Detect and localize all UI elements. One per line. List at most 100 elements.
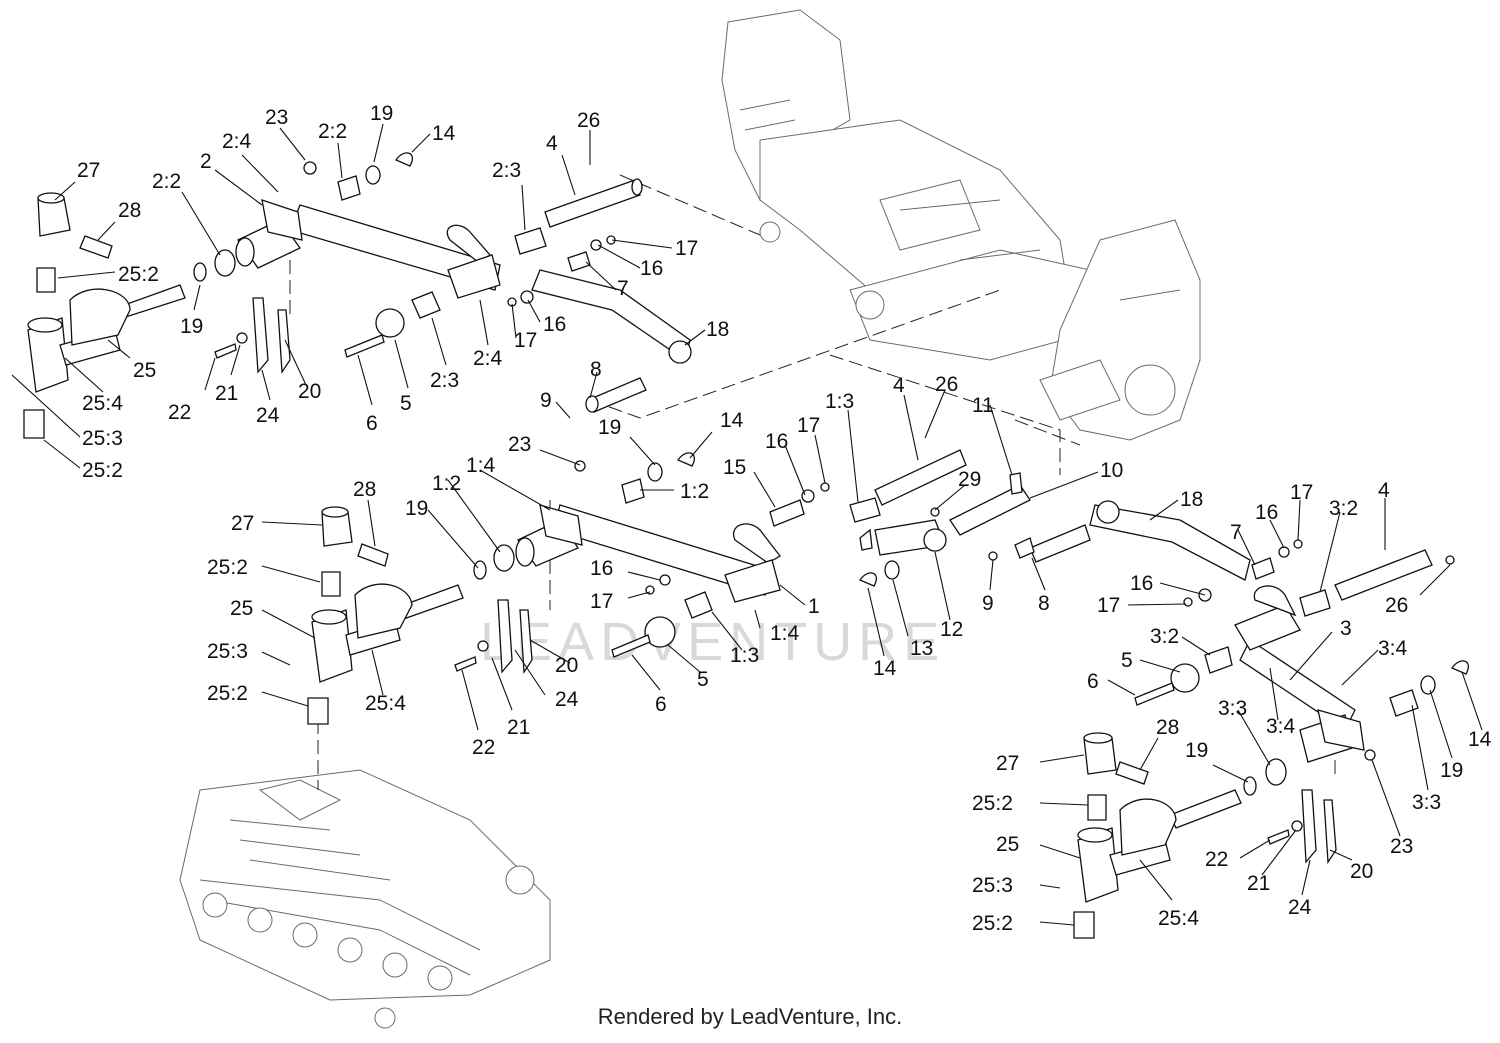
callout-label: 1:3 — [730, 644, 759, 667]
callout-label: 14 — [432, 122, 456, 145]
callout-label: 4 — [546, 132, 558, 155]
callout-label: 19 — [1440, 759, 1463, 782]
callout-label: 7 — [1230, 521, 1242, 544]
callout-label: 24 — [1288, 896, 1312, 919]
callout-label: 6 — [655, 693, 667, 716]
leader-lines — [11, 123, 1483, 926]
callout-label: 2 — [200, 150, 212, 173]
callout-label: 23 — [1390, 835, 1413, 858]
callout-label: 16 — [543, 313, 566, 336]
callout-label: 5 — [697, 668, 709, 691]
callout-label: 16 — [640, 257, 663, 280]
callout-label: 8 — [590, 358, 602, 381]
callout-label: 4 — [1378, 479, 1390, 502]
callout-label: 1:3 — [825, 390, 854, 413]
callout-label: 3:3 — [1412, 791, 1441, 814]
callout-label: 16 — [1255, 501, 1278, 524]
callout-label: 17 — [514, 329, 537, 352]
callout-label: 25:2 — [82, 459, 123, 482]
callout-label: 2:2 — [318, 120, 347, 143]
callout-label: 1:2 — [680, 480, 709, 503]
callout-label: 2:4 — [222, 130, 252, 153]
callout-label: 20 — [298, 380, 321, 403]
callout-label: 21 — [215, 382, 238, 405]
callout-label: 19 — [180, 315, 203, 338]
center-arm-assembly — [307, 449, 1031, 725]
callout-label: 2:2 — [152, 170, 181, 193]
callout-label: 6 — [1087, 670, 1099, 693]
callout-label: 22 — [1205, 848, 1228, 871]
callout-label: 20 — [555, 654, 578, 677]
callout-label: 27 — [77, 159, 100, 182]
callout-label: 28 — [353, 478, 376, 501]
callout-label: 5 — [400, 392, 412, 415]
callout-label: 13 — [910, 637, 933, 660]
callout-label: 25:2 — [972, 792, 1013, 815]
callout-label: 19 — [405, 497, 428, 520]
callout-label: 22 — [168, 401, 191, 424]
callout-label: 10 — [1100, 459, 1123, 482]
callout-label: 25 — [230, 597, 253, 620]
callout-label: 15 — [723, 456, 746, 479]
callout-label: 25 — [996, 833, 1019, 856]
callout-label: 16 — [590, 557, 613, 580]
callout-label: 28 — [118, 199, 141, 222]
callout-label: 25:4 — [82, 392, 123, 415]
callout-label: 23 — [508, 433, 531, 456]
callout-label: 4 — [893, 374, 905, 397]
callout-label: 2:3 — [430, 369, 459, 392]
callout-label: 25:4 — [1158, 907, 1199, 930]
callout-label: 17 — [590, 590, 613, 613]
callout-label: 25:2 — [207, 682, 248, 705]
callout-label: 16 — [1130, 572, 1153, 595]
callout-label: 14 — [873, 657, 897, 680]
callout-label: 20 — [1350, 860, 1373, 883]
callout-label: 26 — [1385, 594, 1408, 617]
callout-label: 21 — [1247, 872, 1270, 895]
callout-label: 25:3 — [207, 640, 248, 663]
callout-label: 6 — [366, 412, 378, 435]
callout-label: 2:3 — [492, 159, 521, 182]
watermark-text: LEADVENTURE — [480, 612, 945, 672]
callout-label: 27 — [231, 512, 254, 535]
callout-label: 26 — [577, 109, 600, 132]
callout-label: 2:4 — [473, 347, 503, 370]
callout-label: 25:3 — [972, 874, 1013, 897]
callout-label: 18 — [706, 318, 729, 341]
callout-label: 9 — [982, 592, 994, 615]
callout-label: 19 — [598, 416, 621, 439]
callout-label: 8 — [1038, 592, 1050, 615]
callout-label: 3:4 — [1266, 715, 1296, 738]
callout-label: 28 — [1156, 716, 1179, 739]
callout-label: 3:2 — [1329, 497, 1358, 520]
callout-label: 19 — [370, 102, 393, 125]
callout-label: 25:2 — [972, 912, 1013, 935]
tractor-frame-illustration — [721, 9, 1201, 441]
callout-label: 21 — [507, 716, 530, 739]
callout-label: 3:2 — [1150, 625, 1179, 648]
callout-label: 14 — [1468, 728, 1492, 751]
callout-label: 3 — [1340, 617, 1352, 640]
callout-label: 14 — [720, 409, 744, 432]
callout-label: 18 — [1180, 488, 1203, 511]
callout-label: 16 — [765, 430, 788, 453]
callout-label: 25:2 — [207, 556, 248, 579]
footer-credit: Rendered by LeadVenture, Inc. — [597, 1004, 903, 1029]
callout-label: 26 — [935, 373, 958, 396]
callout-label: 11 — [972, 394, 994, 417]
callout-label: 17 — [675, 237, 698, 260]
callout-label: 9 — [540, 389, 552, 412]
callout-label: 5 — [1121, 649, 1133, 672]
callout-label: 29 — [958, 468, 981, 491]
upper-arm-assembly — [23, 152, 692, 439]
callout-label: 25 — [133, 359, 156, 382]
callout-label: 3:4 — [1378, 637, 1408, 660]
callout-label: 1 — [808, 595, 820, 618]
callout-label: 1:4 — [466, 454, 496, 477]
callout-label: 25:2 — [118, 263, 159, 286]
callout-label: 17 — [1097, 594, 1120, 617]
callout-label: 17 — [1290, 481, 1313, 504]
callout-label: 19 — [1185, 739, 1208, 762]
callout-label: 25:3 — [82, 427, 123, 450]
callout-label: 25:4 — [365, 692, 406, 715]
